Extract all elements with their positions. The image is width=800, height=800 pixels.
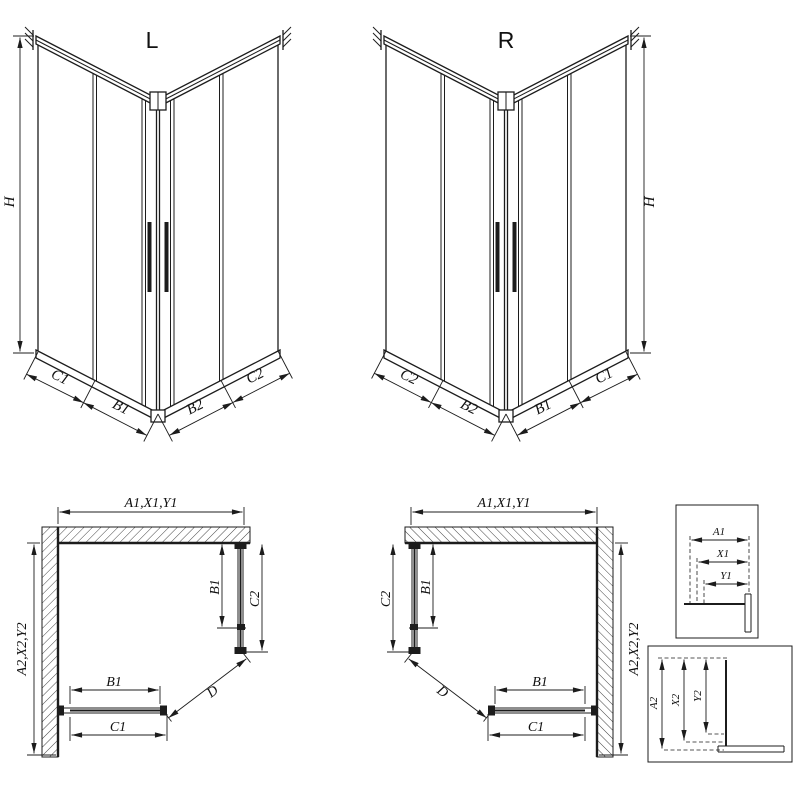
detail-y1-label: Y1 xyxy=(720,570,732,582)
plan-right-depth-dim: A2,X2,Y2 xyxy=(627,623,642,677)
plan-left-depth-dim: A2,X2,Y2 xyxy=(15,623,30,677)
plan-view-left: A1,X1,Y1 A2,X2,Y2 B1 C2 B1 C1 D xyxy=(15,496,268,757)
detail-a2-label: A2 xyxy=(648,696,660,710)
dim-b2-left: B2 xyxy=(184,396,206,418)
variant-label-right: R xyxy=(498,27,515,53)
plan-left-width-dim: A1,X1,Y1 xyxy=(124,496,178,511)
plan-left-front-door-dim: B1 xyxy=(106,675,122,690)
perspective-view-right: R H C2 B2 B1 C1 xyxy=(372,27,658,442)
detail-y2-label: Y2 xyxy=(692,690,704,702)
dim-b1-left: B1 xyxy=(110,397,132,419)
dim-c1-right: C1 xyxy=(593,365,616,387)
dim-height-right: H xyxy=(642,195,658,208)
dim-height-left: H xyxy=(2,195,18,208)
plan-right-width-dim: A1,X1,Y1 xyxy=(477,496,531,511)
detail-inset-width: A1 X1 Y1 xyxy=(675,504,759,639)
plan-right-front-total-dim: C1 xyxy=(528,720,544,735)
detail-inset-depth: A2 X2 Y2 xyxy=(647,645,793,763)
plan-right-entry-dim: D xyxy=(433,683,451,702)
perspective-view-left: L H C1 B1 B2 C2 xyxy=(2,27,292,442)
variant-label-left: L xyxy=(146,27,159,53)
dim-c2-left: C2 xyxy=(244,365,267,387)
dim-b1-right: B1 xyxy=(532,397,554,419)
plan-left-drawing xyxy=(27,507,268,757)
dim-c1-left: C1 xyxy=(48,366,71,388)
detail-a1-label: A1 xyxy=(712,526,725,538)
plan-right-return-total-dim: C2 xyxy=(379,591,394,607)
plan-right-return-door-dim: B1 xyxy=(419,579,434,595)
dim-b2-right: B2 xyxy=(458,397,480,419)
plan-left-entry-dim: D xyxy=(204,683,222,702)
detail-x2-label: X2 xyxy=(670,693,682,707)
plan-left-return-total-dim: C2 xyxy=(248,591,263,607)
plan-left-front-total-dim: C1 xyxy=(110,720,126,735)
detail-x1-label: X1 xyxy=(716,548,729,560)
plan-right-front-door-dim: B1 xyxy=(532,675,548,690)
plan-right-drawing xyxy=(387,507,628,757)
plan-left-return-door-dim: B1 xyxy=(208,579,223,595)
dim-c2-right: C2 xyxy=(397,366,420,388)
plan-view-right: A1,X1,Y1 A2,X2,Y2 C2 B1 B1 C1 D xyxy=(379,496,642,757)
